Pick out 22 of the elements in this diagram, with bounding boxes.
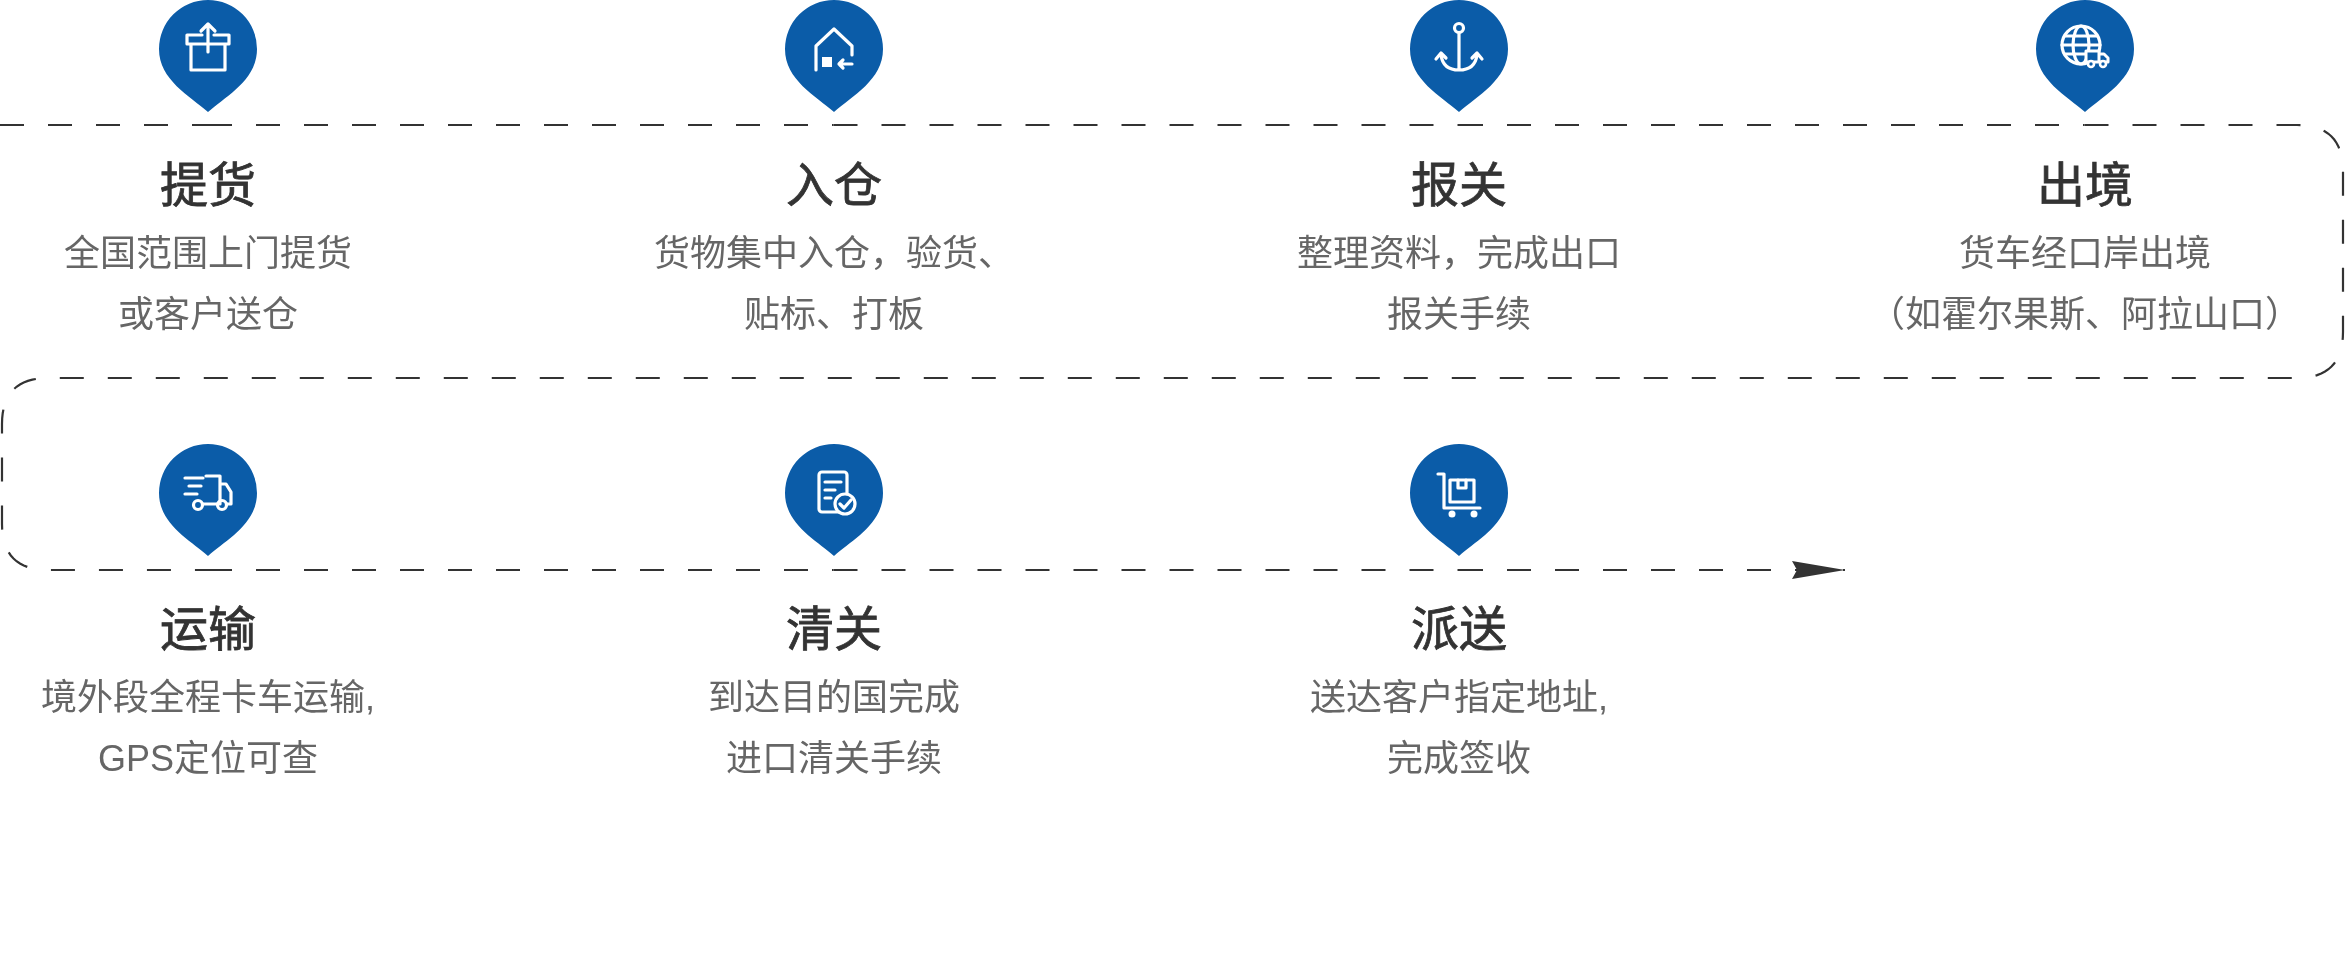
step-title: 报关 <box>1411 158 1507 214</box>
step-title: 出境 <box>2036 158 2133 214</box>
step-title: 提货 <box>160 158 256 214</box>
dashed-line <box>208 568 834 572</box>
step-description: 整理资料，完成出口报关手续 <box>1296 232 1622 337</box>
step-description: 境外段全程卡车运输,GPS定位可查 <box>40 676 376 781</box>
dashed-line <box>833 123 1459 127</box>
step-title: 运输 <box>160 602 256 658</box>
dashed-arrow <box>1459 561 1845 579</box>
dashed-line <box>833 568 1459 572</box>
dashed-line <box>0 123 2345 572</box>
step-description: 到达目的国完成进口清关手续 <box>706 676 961 781</box>
step-description: 送达客户指定地址,完成签收 <box>1309 676 1609 781</box>
step-description: 货车经口岸出境（如霍尔果斯、阿拉山口） <box>1867 232 2302 337</box>
step-title: 派送 <box>1411 602 1507 658</box>
step-title: 清关 <box>785 602 882 658</box>
step-title: 入仓 <box>785 158 882 214</box>
dashed-line <box>0 123 208 127</box>
step-description: 全国范围上门提货或客户送仓 <box>63 232 353 337</box>
dashed-line <box>1459 123 2085 127</box>
dashed-line <box>208 123 834 127</box>
step-description: 货物集中入仓，验货、贴标、打板 <box>652 232 1015 337</box>
